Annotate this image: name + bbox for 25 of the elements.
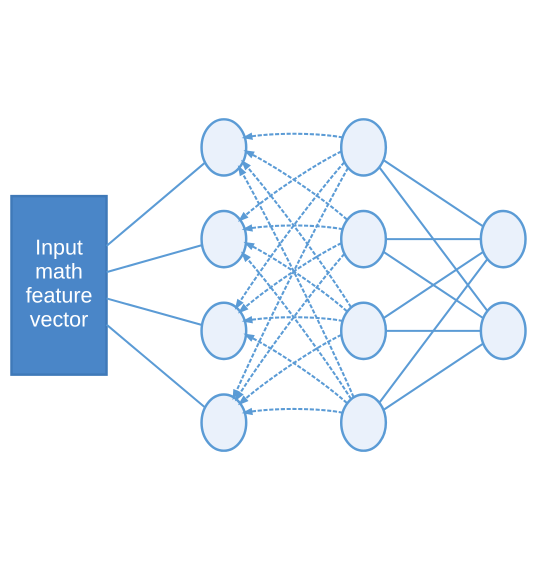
connector	[378, 258, 488, 404]
arrow	[242, 224, 343, 232]
connector	[386, 330, 481, 332]
connector	[106, 162, 206, 247]
arrow	[242, 408, 343, 416]
node-circle	[480, 302, 527, 360]
connector	[386, 238, 481, 240]
connector	[378, 166, 488, 312]
connector	[382, 342, 484, 411]
node-circle	[340, 118, 388, 177]
node-circle	[200, 210, 248, 268]
connector	[382, 159, 484, 228]
node-box: Input math feature vector	[10, 194, 108, 376]
arrow	[242, 316, 343, 324]
connector	[106, 244, 202, 274]
node-circle	[340, 210, 388, 268]
connector	[106, 297, 202, 326]
node-circle	[200, 393, 248, 452]
node-circle	[340, 393, 388, 452]
node-circle	[340, 302, 388, 360]
node-circle	[480, 210, 527, 268]
node-circle	[200, 302, 248, 360]
connector	[106, 324, 206, 408]
connector	[382, 251, 484, 319]
arrow	[242, 132, 343, 140]
